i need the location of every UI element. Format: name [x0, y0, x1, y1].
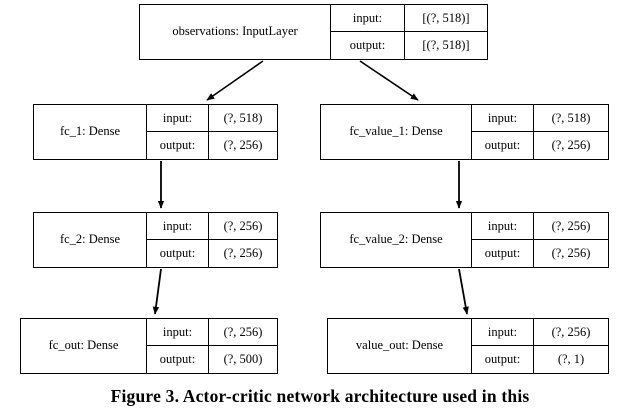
node-fc-out[interactable]: fc_out: Dense input: (?, 256) output: (?…	[20, 318, 278, 374]
node-fc-value-1[interactable]: fc_value_1: Dense input: (?, 518) output…	[320, 104, 609, 160]
node-observations[interactable]: observations: InputLayer input: [(?, 518…	[139, 4, 488, 60]
node-fc-value-1-io-table: input: (?, 518) output: (?, 256)	[471, 105, 608, 159]
edge-observations-to-fcvalue1	[359, 60, 419, 101]
node-fc-2-output-value: (?, 256)	[223, 246, 263, 260]
node-fc-out-output-label: output:	[147, 346, 209, 373]
node-observations-output-label: output:	[331, 32, 405, 59]
node-observations-input-label: input:	[331, 5, 405, 31]
node-observations-input-row: input: [(?, 518)]	[331, 5, 487, 32]
node-value-out-input-row: input: (?, 256)	[472, 319, 608, 346]
node-fc-1-output-label: output:	[147, 132, 209, 159]
node-fc-value-2-output-row: output: (?, 256)	[472, 240, 608, 267]
node-fc-1-io-table: input: (?, 518) output: (?, 256)	[146, 105, 277, 159]
node-fc-value-2-input-value: (?, 256)	[551, 218, 591, 233]
node-value-out-output-label: output:	[472, 346, 534, 373]
node-observations-name: observations: InputLayer	[172, 24, 298, 39]
node-value-out-output-value: (?, 1)	[557, 352, 585, 366]
figure-caption: Figure 3. Actor-critic network architect…	[110, 386, 530, 406]
node-fc-value-1-output-label: output:	[472, 132, 534, 159]
node-fc-out-input-label: input:	[147, 319, 209, 345]
node-fc-2-output-row: output: (?, 256)	[147, 240, 277, 267]
node-fc-1-output-row: output: (?, 256)	[147, 132, 277, 159]
node-fc-out-name: fc_out: Dense	[48, 338, 119, 353]
node-fc-1-input-value: (?, 518)	[223, 110, 263, 125]
node-fc-1-input-row: input: (?, 518)	[147, 105, 277, 132]
node-fc-2-input-row: input: (?, 256)	[147, 213, 277, 240]
node-fc-value-2[interactable]: fc_value_2: Dense input: (?, 256) output…	[320, 212, 609, 268]
node-fc-value-1-input-label: input:	[472, 105, 534, 131]
edge-fc2-to-fcout	[152, 268, 162, 315]
node-fc-2-output-label: output:	[147, 240, 209, 267]
node-value-out-name: value_out: Dense	[355, 338, 444, 353]
node-fc-value-2-name: fc_value_2: Dense	[349, 232, 443, 247]
node-fc-value-1-output-value: (?, 256)	[551, 138, 591, 152]
edge-observations-to-fc1	[206, 60, 264, 101]
node-value-out-output-row: output: (?, 1)	[472, 346, 608, 373]
node-fc-2-name: fc_2: Dense	[59, 232, 121, 247]
node-fc-1-input-label: input:	[147, 105, 209, 131]
node-fc-1[interactable]: fc_1: Dense input: (?, 518) output: (?, …	[33, 104, 278, 160]
node-fc-1-name: fc_1: Dense	[59, 124, 121, 139]
node-fc-value-2-io-table: input: (?, 256) output: (?, 256)	[471, 213, 608, 267]
node-fc-out-input-value: (?, 256)	[223, 324, 263, 339]
node-observations-io-table: input: [(?, 518)] output: [(?, 518)]	[330, 5, 487, 59]
node-fc-out-output-row: output: (?, 500)	[147, 346, 277, 373]
node-fc-value-2-output-value: (?, 256)	[551, 246, 591, 260]
node-observations-output-value: [(?, 518)]	[422, 38, 470, 52]
node-fc-value-1-input-row: input: (?, 518)	[472, 105, 608, 132]
node-fc-value-1-input-value: (?, 518)	[551, 110, 591, 125]
node-fc-1-output-value: (?, 256)	[223, 138, 263, 152]
node-fc-out-output-value: (?, 500)	[223, 352, 263, 366]
node-value-out[interactable]: value_out: Dense input: (?, 256) output:…	[327, 318, 609, 374]
edge-fcvalue2-to-valueout	[458, 268, 469, 315]
node-value-out-io-table: input: (?, 256) output: (?, 1)	[471, 319, 608, 373]
node-observations-input-value: [(?, 518)]	[422, 10, 470, 25]
node-fc-value-2-input-row: input: (?, 256)	[472, 213, 608, 240]
node-fc-2-io-table: input: (?, 256) output: (?, 256)	[146, 213, 277, 267]
node-fc-value-2-output-label: output:	[472, 240, 534, 267]
node-observations-output-row: output: [(?, 518)]	[331, 32, 487, 59]
node-value-out-input-label: input:	[472, 319, 534, 345]
node-fc-out-input-row: input: (?, 256)	[147, 319, 277, 346]
node-fc-2-input-label: input:	[147, 213, 209, 239]
node-fc-2[interactable]: fc_2: Dense input: (?, 256) output: (?, …	[33, 212, 278, 268]
node-fc-value-1-output-row: output: (?, 256)	[472, 132, 608, 159]
node-value-out-input-value: (?, 256)	[551, 324, 591, 339]
node-fc-value-1-name: fc_value_1: Dense	[349, 124, 443, 139]
node-fc-value-2-input-label: input:	[472, 213, 534, 239]
node-fc-out-io-table: input: (?, 256) output: (?, 500)	[146, 319, 277, 373]
node-fc-2-input-value: (?, 256)	[223, 218, 263, 233]
